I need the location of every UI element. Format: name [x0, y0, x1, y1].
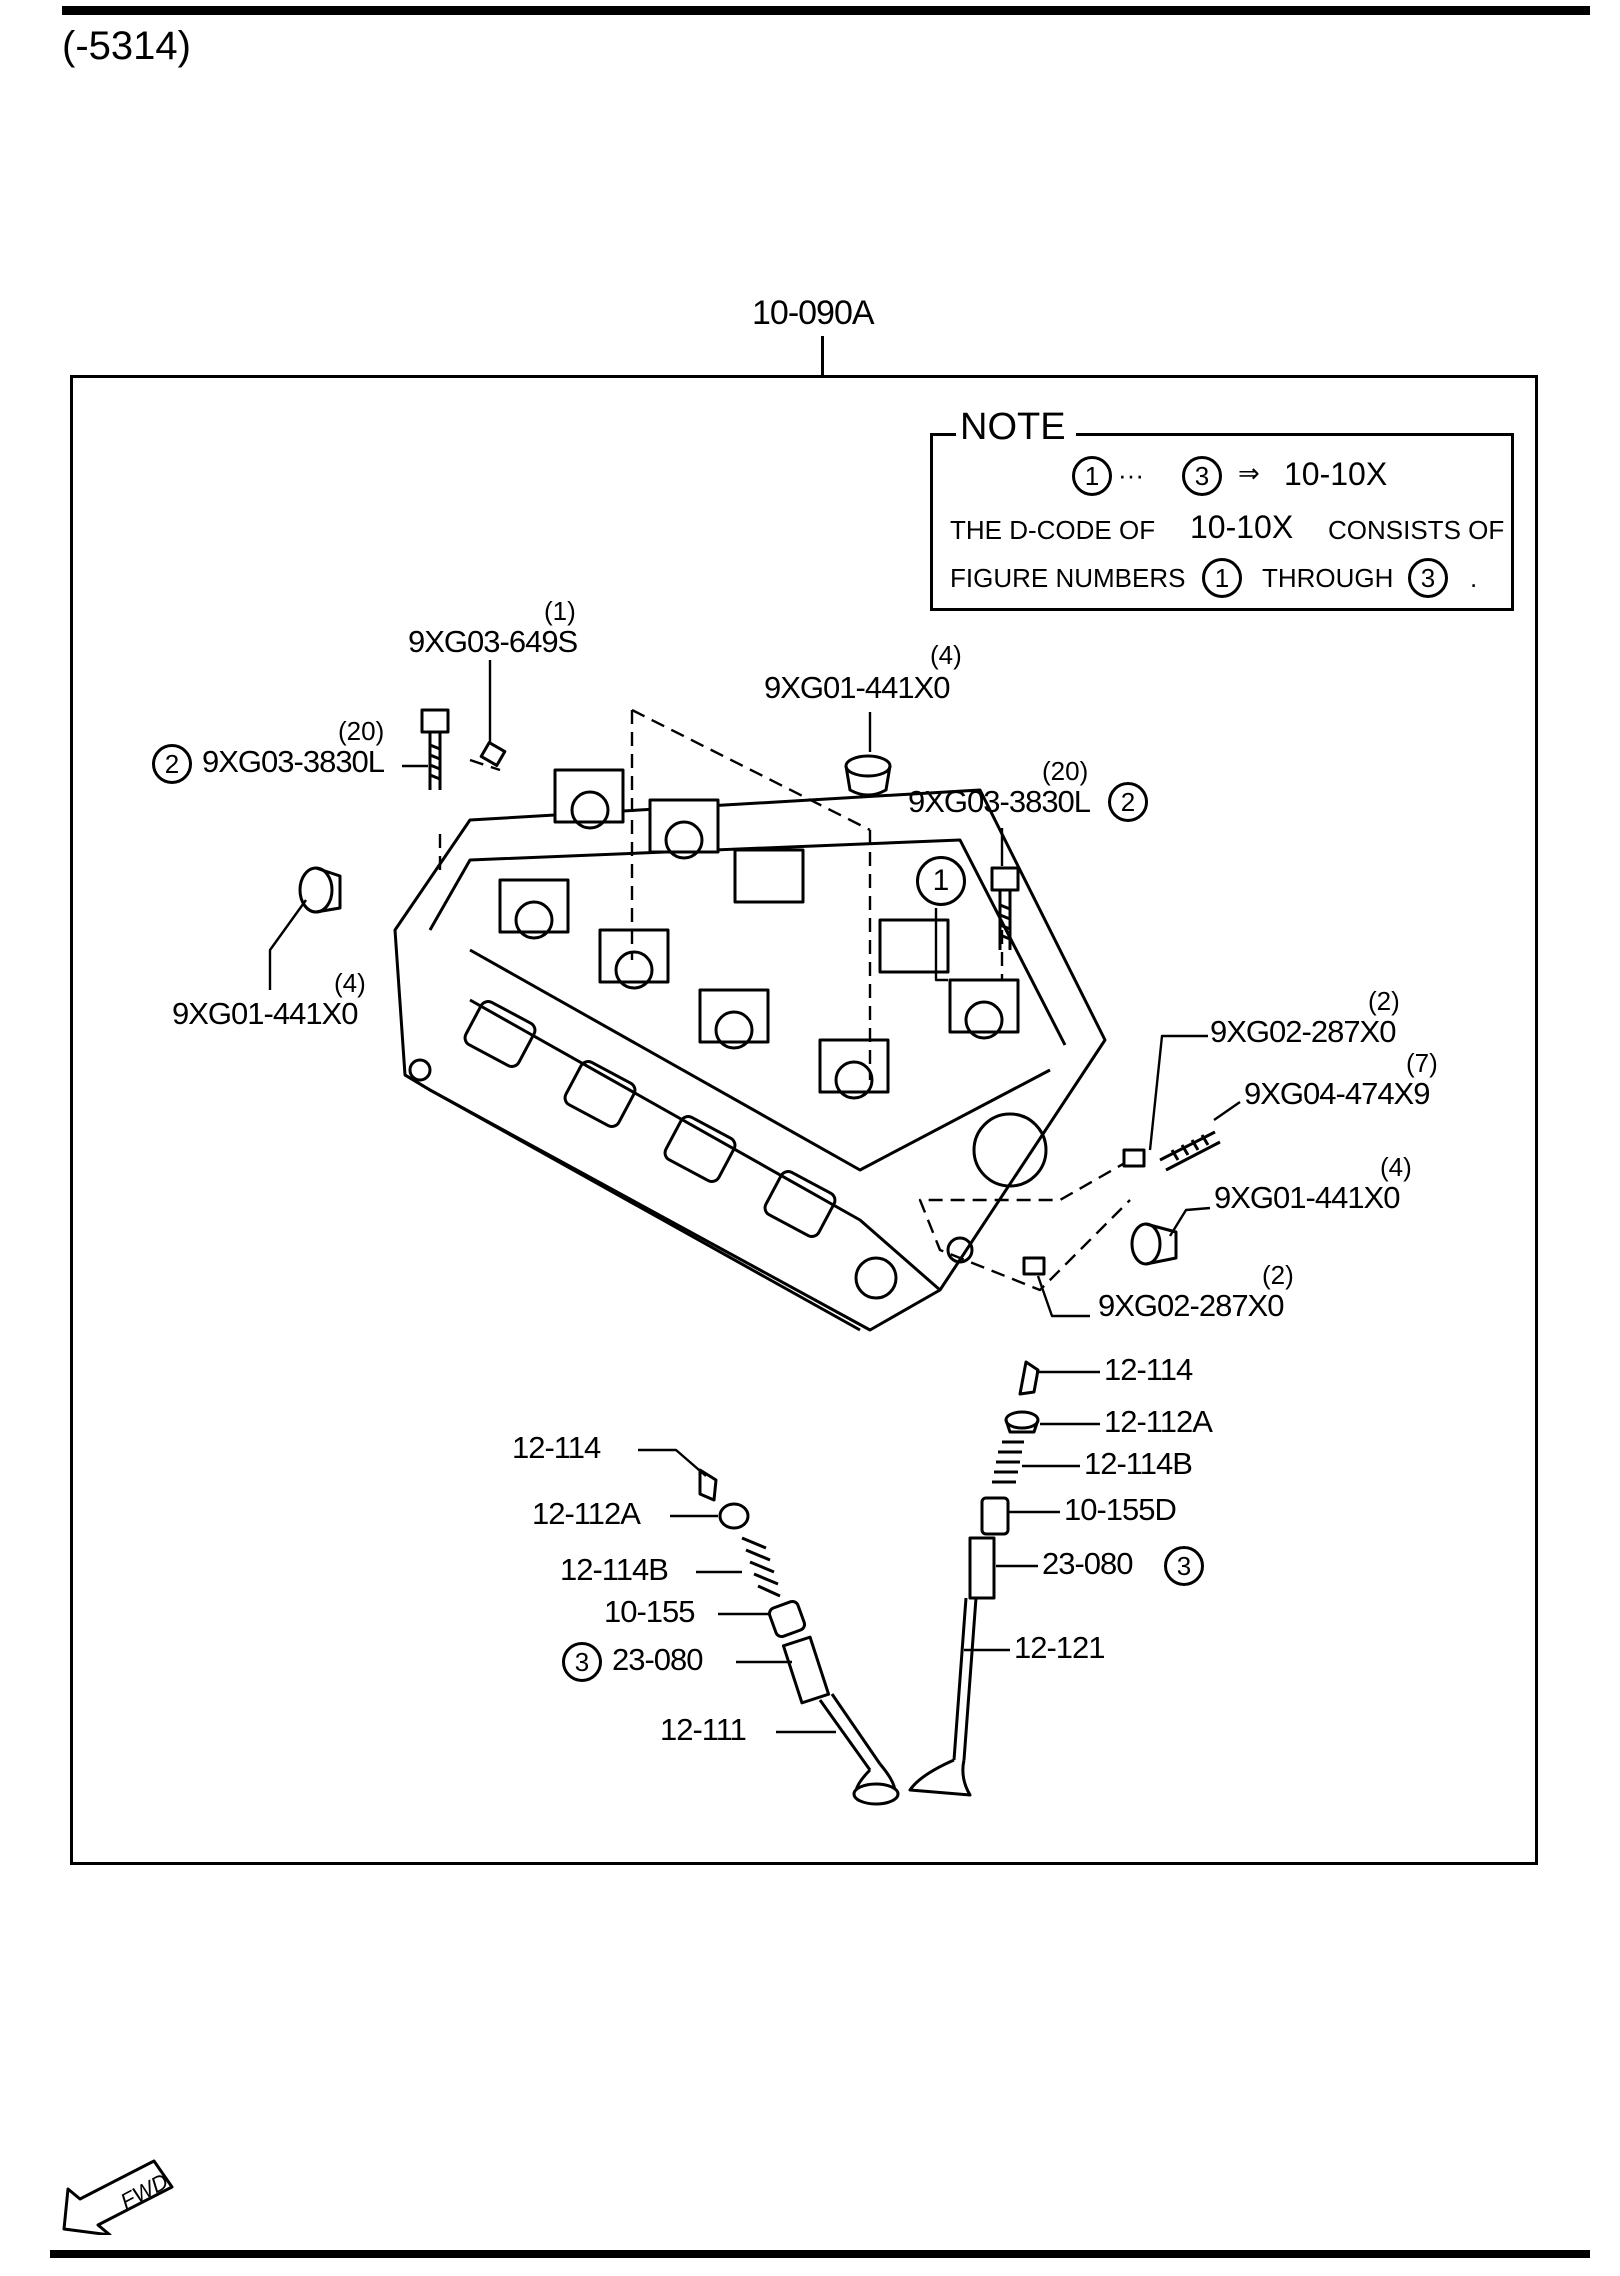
note-box: [930, 433, 1514, 611]
callout-9-part[interactable]: 9XG01-441X0: [1214, 1180, 1400, 1215]
note-line3-mid: THROUGH: [1262, 563, 1394, 593]
callout-2-part[interactable]: 9XG01-441X0: [764, 670, 950, 705]
callout-4-part[interactable]: 9XG03-3830L: [908, 784, 1091, 819]
assembly-frame: [70, 375, 1538, 1865]
plug-right: [1130, 1222, 1178, 1266]
note-ref-from-circle: 1: [1072, 456, 1112, 496]
callout-7-part[interactable]: 9XG02-287X0: [1210, 1014, 1396, 1049]
left-valve-leaders: [638, 1448, 836, 1734]
right-guide-label[interactable]: 23-080: [1042, 1546, 1134, 1581]
callout-8-part[interactable]: 9XG04-474X9: [1244, 1076, 1430, 1111]
left-seal-label[interactable]: 10-155: [604, 1594, 696, 1629]
callout-10-part[interactable]: 9XG02-287X0: [1098, 1288, 1284, 1323]
note-ref-dots: ···: [1118, 460, 1144, 490]
callout-5-ref-circle: 1: [916, 856, 966, 906]
cylinder-head: [393, 768, 1107, 1332]
note-line3-pre: FIGURE NUMBERS: [950, 563, 1186, 593]
callout-6-qty: (4): [334, 968, 366, 998]
left-guide-label[interactable]: 23-080: [612, 1642, 704, 1677]
valve-train-left: [698, 1468, 900, 1806]
left-valve-label[interactable]: 12-111: [660, 1712, 747, 1747]
note-line3-num2: 3: [1408, 558, 1448, 598]
callout-3-ref-circle: 2: [152, 744, 192, 784]
callout-6-part[interactable]: 9XG01-441X0: [172, 996, 358, 1031]
callout-4-ref-circle: 2: [1108, 782, 1148, 822]
assembly-leader: [821, 336, 824, 376]
dashed-guides: [438, 708, 1131, 1292]
callout-10-qty: (2): [1262, 1260, 1294, 1290]
note-ref-to-circle: 3: [1182, 456, 1222, 496]
page-code: (-5314): [62, 24, 191, 68]
valve-train-right: [908, 1360, 1040, 1797]
callout-2-qty: (4): [930, 640, 962, 670]
plug-top: [844, 754, 892, 797]
note-ref-arrow: ⇒: [1238, 458, 1260, 488]
left-keeper-label[interactable]: 12-114: [512, 1430, 601, 1465]
callout-9-qty: (4): [1380, 1152, 1412, 1182]
note-line2-pre: THE D-CODE OF: [950, 515, 1156, 545]
head-leaders: [268, 660, 1241, 1318]
right-keeper-label[interactable]: 12-114: [1104, 1352, 1193, 1387]
note-title: NOTE: [956, 406, 1076, 449]
stud: [1159, 1130, 1221, 1172]
top-rule: [62, 6, 1590, 15]
callout-8-qty: (7): [1406, 1048, 1438, 1078]
callout-1-qty: (1): [544, 596, 576, 626]
dowel-top: [479, 741, 507, 767]
note-line2-code: 10-10X: [1190, 509, 1294, 545]
assembly-part-label[interactable]: 10-090A: [752, 294, 875, 332]
right-retainer-label[interactable]: 12-112A: [1104, 1404, 1213, 1439]
callout-4-qty: (20): [1042, 756, 1089, 786]
right-valve-leaders: [964, 1370, 1100, 1652]
left-guide-ref-circle: 3: [562, 1642, 602, 1682]
callout-7-qty: (2): [1368, 986, 1400, 1016]
bottom-rule: [50, 2250, 1590, 2258]
left-spring-label[interactable]: 12-114B: [560, 1552, 669, 1587]
plug-left: [298, 866, 342, 914]
left-retainer-label[interactable]: 12-112A: [532, 1496, 641, 1531]
callout-1-part[interactable]: 9XG03-649S: [408, 624, 578, 659]
note-ref-code: 10-10X: [1284, 456, 1388, 492]
right-guide-ref-circle: 3: [1164, 1546, 1204, 1586]
fwd-arrow-icon: FWD: [62, 2159, 174, 2235]
callout-3-qty: (20): [338, 716, 385, 746]
right-valve-label[interactable]: 12-121: [1014, 1630, 1106, 1665]
right-spring-label[interactable]: 12-114B: [1084, 1446, 1193, 1481]
dowel-right: [1022, 1148, 1146, 1276]
right-seal-label[interactable]: 10-155D: [1064, 1492, 1177, 1527]
bolt-left: [420, 708, 450, 790]
note-line3-end: .: [1470, 563, 1478, 593]
callout-3-part[interactable]: 9XG03-3830L: [202, 744, 385, 779]
bolt-right: [990, 866, 1020, 950]
note-line3-num1: 1: [1202, 558, 1242, 598]
note-line2-post: CONSISTS OF: [1328, 515, 1505, 545]
